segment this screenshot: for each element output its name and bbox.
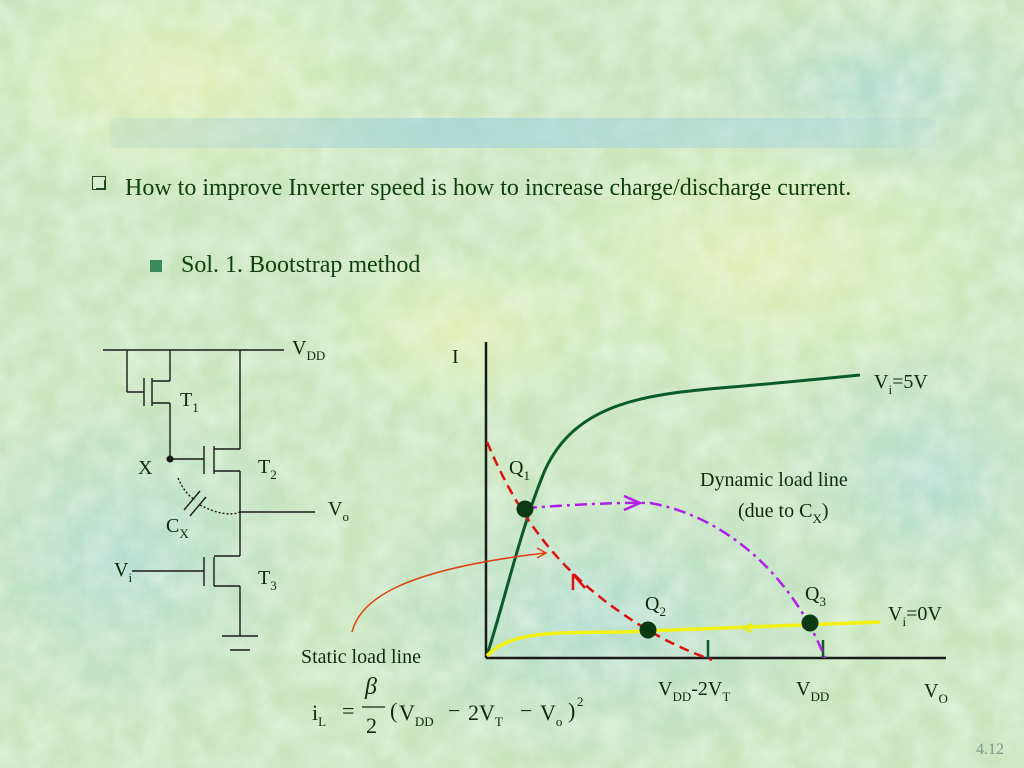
vo-node-label: Vo	[328, 498, 349, 524]
node-x-dot	[166, 455, 174, 463]
formula-lhs: iL	[312, 700, 326, 729]
dynamic-load-subtitle: (due to CX)	[738, 500, 829, 526]
dynamic-arrow-icon	[623, 494, 644, 512]
pointer-arrow-icon	[536, 547, 548, 559]
static-pointer-line	[351, 552, 546, 633]
vdd-label: VDD	[292, 337, 325, 363]
tick-vdd-2vt-label: VDD-2VT	[658, 678, 730, 704]
dynamic-load-line	[524, 501, 827, 659]
t1-label: T1	[180, 389, 199, 415]
checkbox-bullet-icon	[92, 176, 106, 190]
formula-minus-1: −	[448, 698, 460, 723]
vi-node-label: Vi	[114, 559, 132, 585]
page-number: 4.12	[976, 741, 1004, 758]
q2-point	[639, 621, 657, 639]
formula-term-vo: Vo	[540, 700, 562, 729]
q2-label: Q2	[645, 593, 666, 619]
q1-point	[516, 500, 534, 518]
x-axis-label: VO	[924, 680, 948, 706]
vi-5v-curve	[485, 373, 861, 656]
circuit-schematic	[103, 349, 315, 651]
t2-label: T2	[258, 456, 277, 482]
t3-label: T3	[258, 567, 277, 593]
title-band	[110, 118, 936, 148]
static-load-label: Static load line	[301, 646, 421, 668]
static-arrow-icon	[571, 573, 586, 590]
vi-5v-label: Vi=5V	[874, 371, 928, 397]
bullet-level2-text: Sol. 1. Bootstrap method	[181, 252, 421, 278]
formula-term-vdd: VDD	[399, 700, 434, 729]
formula-equals: =	[342, 698, 354, 723]
off-arrow-icon	[741, 622, 753, 634]
formula-beta: β	[364, 674, 377, 700]
q3-label: Q3	[805, 583, 826, 609]
formula-exponent: 2	[577, 694, 584, 709]
y-axis-label: I	[452, 346, 459, 368]
dynamic-load-title: Dynamic load line	[700, 469, 848, 491]
vi-0v-curve	[485, 620, 881, 658]
x-node-label: X	[138, 457, 153, 479]
formula-minus-2: −	[520, 698, 532, 723]
formula-term-2vt: 2VT	[468, 700, 503, 729]
iv-graph	[351, 342, 946, 662]
vi-0v-label: Vi=0V	[888, 603, 942, 629]
q1-label: Q1	[509, 457, 530, 483]
formula-open-paren: (	[390, 698, 397, 723]
bullet-level1-text: How to improve Inverter speed is how to …	[125, 175, 852, 201]
square-bullet-icon	[150, 260, 162, 272]
formula-close-paren: )	[568, 698, 575, 723]
tick-vdd-label: VDD	[796, 678, 829, 704]
q3-point	[801, 614, 819, 632]
cx-label: CX	[166, 515, 189, 541]
formula-denominator: 2	[366, 713, 377, 738]
static-load-line	[485, 441, 713, 662]
current-formula: iL = β 2 ( VDD − 2VT − Vo ) 2	[312, 674, 584, 738]
